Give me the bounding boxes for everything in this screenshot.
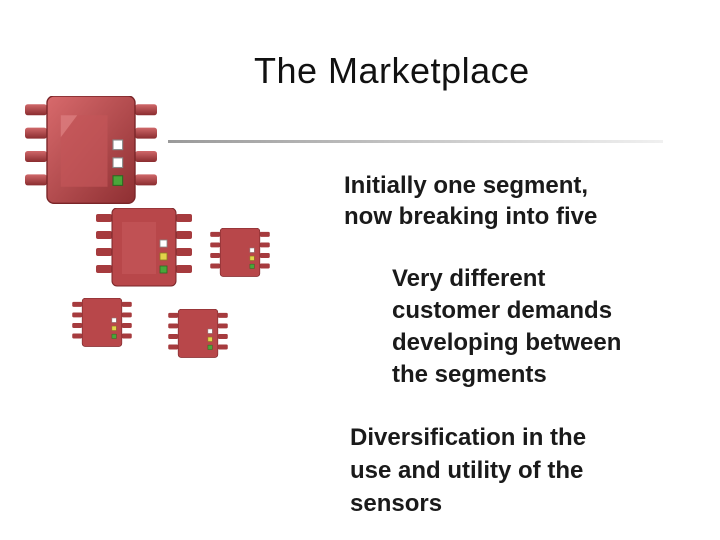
bullet-text-segments: Initially one segment, now breaking into…	[344, 170, 597, 232]
microchip-icon-small-left	[71, 298, 133, 348]
bullet-text-diversification: Diversification in the use and utility o…	[350, 421, 586, 520]
microchip-icon-small-center	[167, 309, 229, 359]
bullet-line: customer demands	[392, 297, 613, 324]
bullet-line: Initially one segment,	[344, 172, 589, 199]
title-divider	[168, 140, 663, 143]
bullet-line: sensors	[350, 490, 443, 517]
bullet-line: the segments	[392, 361, 547, 388]
bullet-line: Diversification in the	[350, 424, 587, 451]
bullet-line: now breaking into five	[344, 203, 598, 230]
bullet-text-demands: Very different customer demands developi…	[392, 263, 621, 391]
microchip-icon-small-right	[209, 228, 271, 278]
bullet-line: developing between	[392, 329, 622, 356]
slide-title: The Marketplace	[254, 50, 530, 91]
microchip-icon-medium	[94, 208, 194, 288]
bullet-line: use and utility of the	[350, 457, 584, 484]
bullet-line: Very different	[392, 265, 546, 292]
microchip-icon-large	[22, 96, 160, 206]
